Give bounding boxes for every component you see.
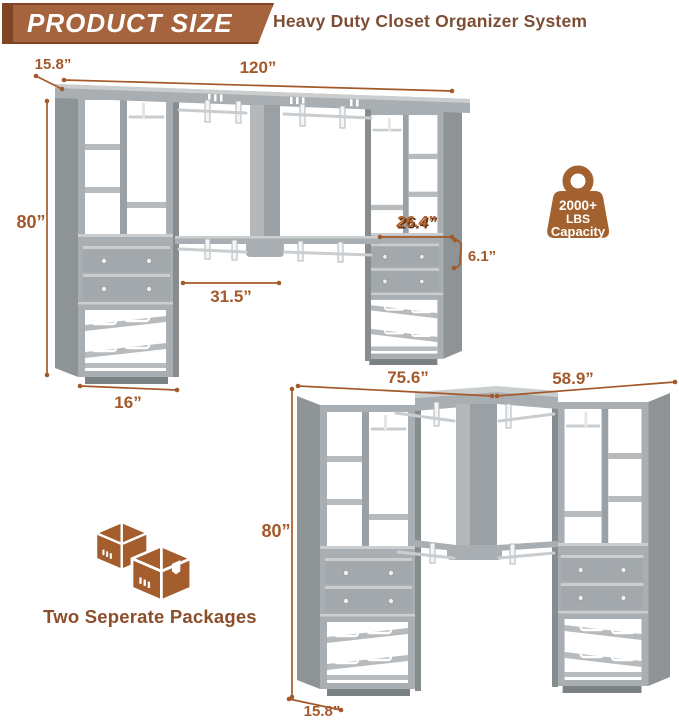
package-boxes-icon — [94, 520, 193, 602]
top-unit-illustration: 15.8” 120” 80” 16” 31. — [16, 56, 496, 412]
weight-icon: 2000+ LBS Capacity — [547, 165, 610, 239]
bottom-left-width-label: 75.6” — [387, 368, 429, 387]
bottom-right-width-label: 58.9” — [552, 369, 594, 388]
page-title: Heavy Duty Closet Organizer System — [273, 11, 588, 31]
center-span-label: 31.5” — [210, 287, 252, 306]
drawer-width-label: 26.4” — [395, 214, 435, 231]
dim-bottom-right-width: 58.9” — [494, 369, 678, 399]
dim-tower-width: 16” — [77, 383, 180, 412]
product-size-banner: PRODUCT SIZE — [2, 3, 274, 44]
dim-drawer-height: 6.1” — [451, 237, 496, 271]
banner-label: PRODUCT SIZE — [27, 8, 233, 38]
tower-width-label: 16” — [114, 393, 141, 412]
dim-bottom-height: 80” — [261, 386, 295, 700]
top-depth-label: 15.8” — [35, 56, 72, 73]
bottom-depth-label: 15.8” — [304, 703, 341, 720]
capacity-line2: LBS — [566, 212, 590, 226]
dim-top-width: 120” — [61, 58, 455, 94]
drawer-height-label: 6.1” — [468, 248, 496, 265]
packages-caption: Two Seperate Packages — [43, 606, 257, 627]
dim-drawer-width: 26.4” 26.4” — [377, 214, 455, 240]
dim-top-height: 80” — [16, 98, 50, 378]
bottom-unit-illustration: 75.6” 58.9” 80” 15.8” — [261, 368, 678, 720]
top-width-label: 120” — [240, 58, 277, 77]
capacity-line1: 2000+ — [559, 198, 597, 213]
dim-top-depth: 15.8” — [33, 56, 72, 92]
dim-center-span: 31.5” — [180, 280, 282, 306]
capacity-line3: Capacity — [551, 224, 606, 239]
dim-bottom-left-width: 75.6” — [295, 368, 495, 399]
dim-bottom-depth: 15.8” — [286, 696, 344, 720]
svg-text:26.4”: 26.4” — [397, 216, 437, 233]
bottom-height-label: 80” — [261, 521, 290, 541]
top-height-label: 80” — [16, 212, 45, 232]
band-slots — [208, 94, 359, 107]
